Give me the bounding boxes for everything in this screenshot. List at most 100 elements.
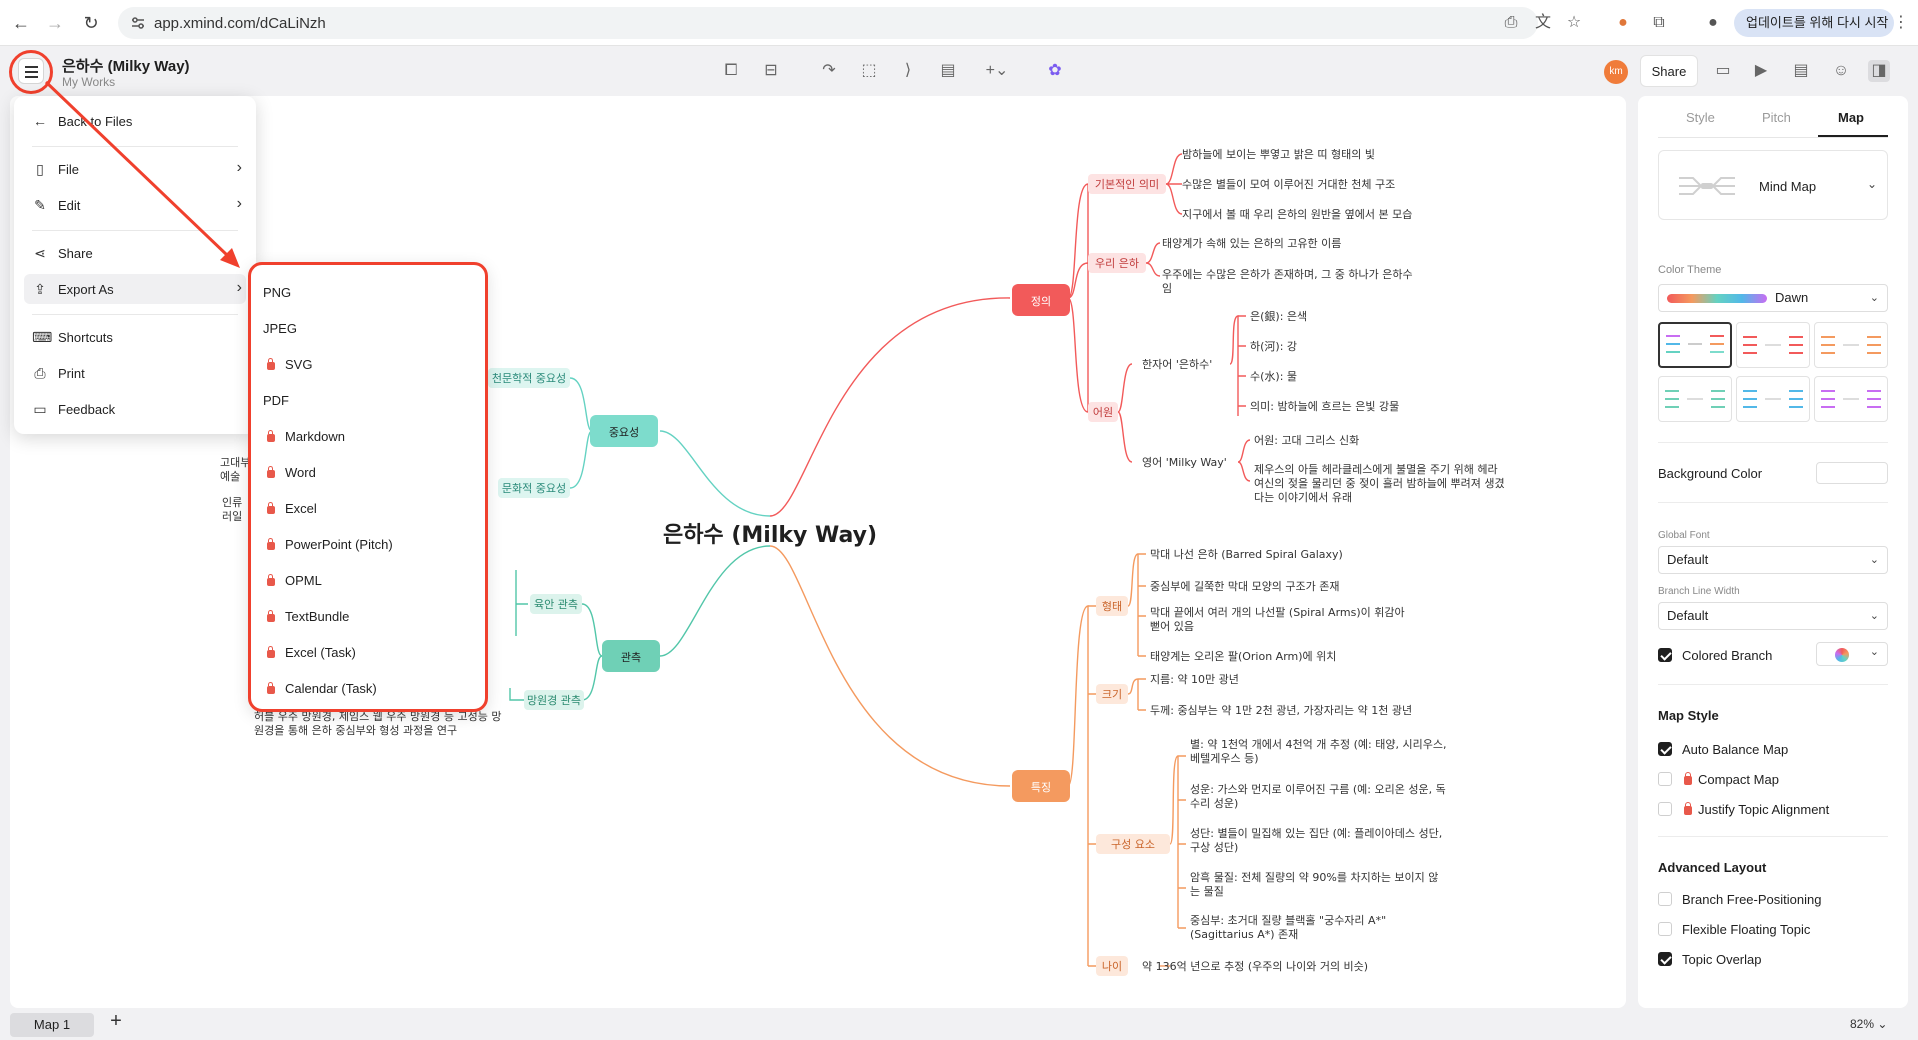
subtopic-our-galaxy[interactable]: 우리 은하 xyxy=(1095,256,1139,270)
subtopic-astro[interactable]: 천문학적 중요성 xyxy=(492,371,566,385)
node-text[interactable]: 별: 약 1천억 개에서 4천억 개 추정 (예: 태양, 시리우스, xyxy=(1190,737,1446,751)
subtopic-size[interactable]: 크기 xyxy=(1102,688,1122,701)
branch-width-select[interactable]: Default ⌄ xyxy=(1658,602,1888,630)
menu-item-back-to-files[interactable]: ← Back to Files xyxy=(24,106,246,136)
profile-icon[interactable]: ● xyxy=(1708,14,1718,31)
branch-free-positioning-checkbox[interactable] xyxy=(1658,892,1672,906)
node-text[interactable]: 는 물질 xyxy=(1190,885,1224,898)
menu-item-feedback[interactable]: ▭ Feedback xyxy=(24,394,246,424)
insert-topic-icon[interactable]: ⧠ xyxy=(724,62,738,79)
node-text[interactable]: 성운: 가스와 먼지로 이루어진 구름 (예: 오리온 성운, 독 xyxy=(1190,783,1446,796)
reload-icon[interactable]: ↻ xyxy=(83,13,99,33)
node-text[interactable]: 뻗어 있음 xyxy=(1150,620,1194,633)
document-title[interactable]: 은하수 (Milky Way) xyxy=(62,58,190,75)
summary-icon[interactable]: ⟩ xyxy=(904,62,912,79)
insert-subtopic-icon[interactable]: ⊟ xyxy=(764,62,778,79)
menu-item-shortcuts[interactable]: ⌨ Shortcuts xyxy=(24,322,246,352)
topic-features[interactable]: 특징 xyxy=(1031,781,1051,794)
topic-definition[interactable]: 정의 xyxy=(1031,295,1051,308)
subtopic-components-box[interactable] xyxy=(1096,834,1170,854)
justify-alignment-checkbox[interactable] xyxy=(1658,802,1672,816)
node-text[interactable]: 베텔게우스 등) xyxy=(1190,752,1259,765)
node-text[interactable]: 인류 xyxy=(222,496,242,509)
relationship-icon[interactable]: ↷ xyxy=(822,62,836,79)
topic-importance[interactable]: 중요성 xyxy=(609,426,639,439)
node-text[interactable]: 예술 xyxy=(220,470,240,483)
menu-item-print[interactable]: ⎙ Print xyxy=(24,358,246,388)
node-text[interactable]: 임 xyxy=(1162,282,1172,295)
global-font-select[interactable]: Default ⌄ xyxy=(1658,546,1888,574)
forward-arrow-icon[interactable]: → xyxy=(46,13,64,33)
topic-importance-box[interactable] xyxy=(590,415,658,447)
boundary-icon[interactable]: ⬚ xyxy=(861,62,877,79)
theme-variant-5[interactable] xyxy=(1736,376,1810,422)
node-text[interactable]: 한자어 '은하수' xyxy=(1142,357,1212,371)
node-text[interactable]: 약 136억 년으로 추정 (우주의 나이와 거의 비슷) xyxy=(1142,959,1368,973)
theme-variant-2[interactable] xyxy=(1736,322,1810,368)
subtopic-telescope[interactable]: 망원경 관측 xyxy=(527,694,581,707)
topic-overlap-checkbox[interactable] xyxy=(1658,952,1672,966)
update-restart-button[interactable]: 업데이트를 위해 다시 시작 xyxy=(1734,9,1894,37)
node-text[interactable]: 영어 'Milky Way' xyxy=(1142,456,1227,469)
subtopic-age[interactable]: 나이 xyxy=(1102,960,1122,973)
node-text[interactable]: 제우스의 아들 헤라클레스에게 불멸을 주기 위해 헤라 xyxy=(1254,462,1498,476)
note-icon[interactable]: ▤ xyxy=(940,62,956,79)
kebab-menu-icon[interactable]: ⋮ xyxy=(1893,14,1909,31)
node-text[interactable]: 원경을 통해 은하 중심부와 형성 과정을 연구 xyxy=(254,723,457,737)
subtopic-our-galaxy-box[interactable] xyxy=(1088,253,1146,273)
tab-pitch[interactable]: Pitch xyxy=(1762,110,1791,125)
bookmark-star-icon[interactable]: ☆ xyxy=(1566,14,1582,31)
topic-observation[interactable]: 관측 xyxy=(621,651,641,664)
emoji-icon[interactable]: ☺ xyxy=(1832,62,1850,79)
subtopic-size-box[interactable] xyxy=(1096,684,1128,704)
subtopic-basic[interactable]: 기본적인 의미 xyxy=(1095,178,1159,191)
theme-variant-6[interactable] xyxy=(1814,376,1888,422)
branch-color-select[interactable]: ⌄ xyxy=(1816,642,1888,666)
node-text[interactable]: 수많은 별들이 모여 이루어진 거대한 천체 구조 xyxy=(1182,177,1395,191)
theme-variant-3[interactable] xyxy=(1814,322,1888,368)
node-text[interactable]: 다는 이야기에서 유래 xyxy=(1254,491,1352,504)
node-text[interactable]: 두께: 중심부는 약 1만 2천 광년, 가장자리는 약 1천 광년 xyxy=(1150,703,1412,717)
auto-balance-checkbox[interactable] xyxy=(1658,742,1672,756)
share-button[interactable]: Share xyxy=(1640,55,1698,87)
background-color-swatch[interactable] xyxy=(1816,462,1888,484)
pitch-play-icon[interactable]: ▶ xyxy=(1754,62,1768,79)
node-text[interactable]: 의미: 밤하늘에 흐르는 은빛 강물 xyxy=(1250,399,1399,413)
add-sheet-icon[interactable]: + xyxy=(110,1010,122,1032)
flexible-floating-checkbox[interactable] xyxy=(1658,922,1672,936)
node-text[interactable]: 막대 끝에서 여러 개의 나선팔 (Spiral Arms)이 휘감아 xyxy=(1150,606,1405,619)
node-text[interactable]: 지름: 약 10만 광년 xyxy=(1150,672,1239,686)
subtopic-components[interactable]: 구성 요소 xyxy=(1111,838,1155,851)
address-bar[interactable]: app.xmind.com/dCaLiNzh xyxy=(118,7,1538,39)
subtopic-astro-box[interactable] xyxy=(488,368,570,388)
subtopic-basic-box[interactable] xyxy=(1088,174,1166,194)
menu-item-share[interactable]: ⋖ Share xyxy=(24,238,246,268)
back-arrow-icon[interactable]: ← xyxy=(12,13,30,33)
extension-icon[interactable]: ● xyxy=(1618,14,1628,31)
structure-selector[interactable]: Mind Map ⌄ xyxy=(1658,150,1888,220)
avatar[interactable]: km xyxy=(1604,60,1628,84)
menu-item-export-as[interactable]: ⇪ Export As › xyxy=(24,274,246,304)
insert-menu-icon[interactable]: +⌄ xyxy=(985,62,1009,79)
subtopic-shape-box[interactable] xyxy=(1096,596,1128,616)
subtopic-culture-box[interactable] xyxy=(498,478,570,498)
node-text[interactable]: 태양계가 속해 있는 은하의 고유한 이름 xyxy=(1162,236,1341,250)
node-text[interactable]: 허블 우주 망원경, 제임스 웹 우주 망원경 등 고성능 망 xyxy=(254,710,501,723)
topic-features-box[interactable] xyxy=(1012,770,1070,802)
translate-icon[interactable]: 文 xyxy=(1534,14,1551,31)
install-app-icon[interactable]: ⎙ xyxy=(1504,14,1518,31)
subtopic-etymology-box[interactable] xyxy=(1088,402,1118,422)
node-text[interactable]: (Sagittarius A*) 존재 xyxy=(1190,928,1298,941)
theme-variant-4[interactable] xyxy=(1658,376,1732,422)
subtopic-telescope-box[interactable] xyxy=(524,690,584,710)
color-theme-select[interactable]: Dawn ⌄ xyxy=(1658,284,1888,312)
subtopic-shape[interactable]: 형태 xyxy=(1102,600,1122,613)
site-settings-icon[interactable] xyxy=(130,15,146,31)
node-text[interactable]: 암흑 물질: 전체 질량의 약 90%를 차지하는 보이지 않 xyxy=(1190,870,1438,884)
node-text[interactable]: 고대부 xyxy=(220,456,250,469)
extensions-puzzle-icon[interactable]: ⧉ xyxy=(1653,14,1665,31)
document-location[interactable]: My Works xyxy=(62,75,116,89)
sheet-tab[interactable]: Map 1 xyxy=(10,1013,94,1037)
node-text[interactable]: 수(水): 물 xyxy=(1250,370,1297,383)
node-text[interactable]: 중심부에 길쭉한 막대 모양의 구조가 존재 xyxy=(1150,580,1340,593)
